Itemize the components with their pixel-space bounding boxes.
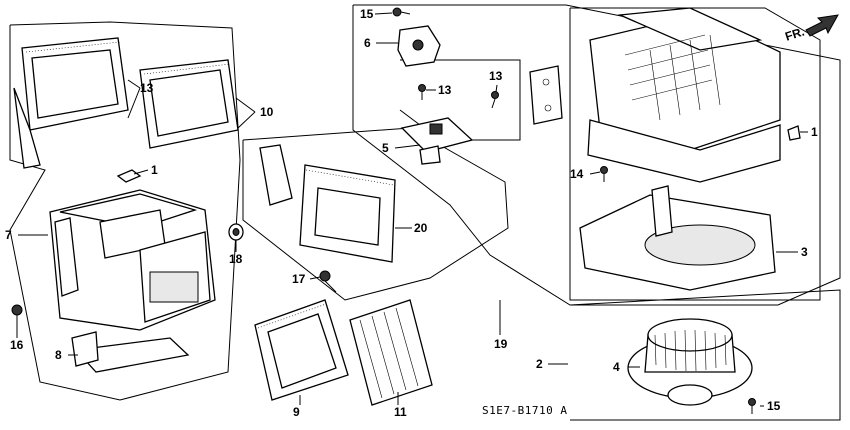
leader-lines	[16, 12, 808, 407]
screw-part-13-c	[600, 166, 608, 182]
resistor-part-5	[400, 117, 474, 165]
screw-part-15	[392, 7, 411, 17]
actuator-part-6	[397, 25, 441, 67]
screw-part-14	[748, 398, 756, 414]
callout-19: 19	[494, 337, 508, 351]
bracket-part-8	[71, 331, 190, 373]
drawing-code: S1E7-B1710 A	[482, 404, 567, 417]
screw-part-13-b	[491, 91, 499, 109]
callout-1-right: 1	[811, 125, 818, 139]
screw-part-13-a	[418, 84, 426, 100]
callout-18: 18	[229, 252, 243, 266]
callout-6: 6	[364, 36, 371, 50]
callout-4: 4	[613, 360, 620, 374]
front-arrow-icon	[805, 14, 839, 37]
callout-15: 15	[360, 7, 374, 21]
seal-frame-12	[13, 37, 129, 169]
direction-label: FR.	[783, 24, 806, 43]
clip-part-1-left	[116, 169, 142, 183]
callout-9: 11	[394, 405, 407, 419]
callout-5: 5	[382, 141, 389, 155]
callout-3: 3	[801, 245, 808, 259]
callout-8: 8	[55, 348, 62, 362]
seal-frame-11	[139, 59, 239, 149]
callout-16: 16	[10, 338, 24, 352]
callout-13-c: 14	[570, 167, 584, 181]
blower-upper-housing	[587, 7, 781, 183]
callout-2: 2	[536, 357, 543, 371]
filter-element-9	[349, 299, 433, 406]
callout-13-b: 13	[489, 69, 503, 83]
callout-labels: 13 10 1 7 8 16 18 20 17 9 11 15 6 13 13 …	[5, 7, 818, 419]
blower-case-7	[49, 189, 216, 331]
callout-13-a: 13	[438, 83, 452, 97]
callout-11: 10	[260, 105, 274, 119]
callout-12: 13	[140, 81, 154, 95]
bracket-plate	[529, 65, 563, 125]
callout-1-left: 1	[151, 163, 158, 177]
screw-part-16	[11, 304, 23, 328]
callout-17: 17	[292, 272, 306, 286]
filter-holder-10	[254, 299, 349, 401]
filter-frame-20	[259, 144, 396, 263]
blower-lower-housing-3	[579, 185, 776, 291]
blower-motor-4	[627, 318, 753, 406]
callout-14: 15	[767, 399, 781, 413]
callout-10: 9	[293, 405, 300, 419]
callout-20: 20	[414, 221, 428, 235]
screw-part-17	[319, 270, 337, 293]
grommet-part-18	[228, 223, 244, 241]
callout-7: 7	[5, 228, 12, 242]
clip-part-1-right	[787, 125, 801, 141]
